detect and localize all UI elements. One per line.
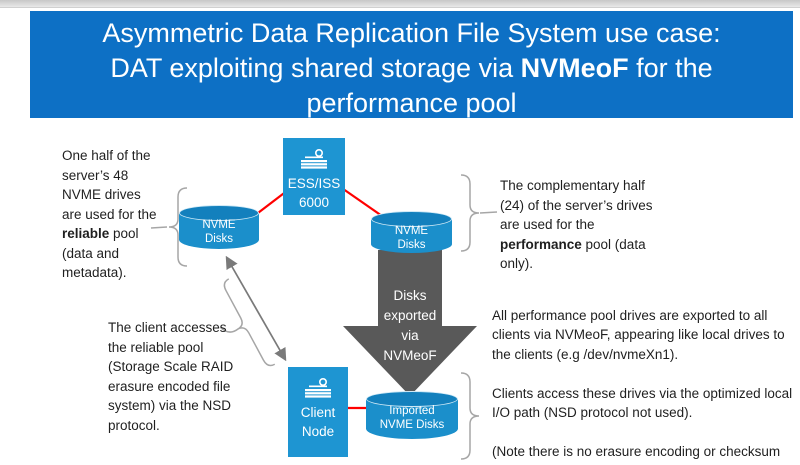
- brace-nsd-connector: [219, 326, 239, 333]
- reliable-disks-line2: Disks: [204, 233, 234, 245]
- ess-label-line2: 6000: [298, 195, 330, 210]
- annotation-performance-pre: The complementary half (24) of the serve…: [500, 178, 653, 232]
- ess-label: ESS/ISS 6000: [288, 174, 341, 212]
- title-line-2-post: for the: [628, 53, 713, 83]
- slide-title-banner: Asymmetric Data Replication File System …: [30, 11, 793, 118]
- annotation-reliable-bold: reliable: [62, 226, 110, 241]
- reliable-disks-line1: NVME: [202, 219, 236, 231]
- imported-disks-cylinder: Imported NVME Disks: [366, 391, 458, 439]
- annotation-performance-pool-half: The complementary half (24) of the serve…: [500, 176, 700, 274]
- client-node-line1: Client: [300, 405, 336, 420]
- brace-reliable-connector: [150, 226, 168, 229]
- brace-performance-connector: [479, 211, 498, 214]
- annotation-reliable-pre: One half of the server’s 48 NVME drives …: [62, 148, 157, 222]
- performance-disks-line1: NVME: [394, 225, 429, 237]
- imported-disks-line1: Imported: [389, 405, 435, 417]
- performance-disks-label: NVME Disks: [371, 219, 452, 252]
- client-node-label: Client Node: [301, 403, 336, 441]
- ess-label-line1: ESS/ISS: [287, 176, 341, 191]
- annotation-client-access: The client accesses the reliable pool (S…: [108, 320, 234, 433]
- annotation-export-p1: All performance pool drives are exported…: [492, 307, 785, 362]
- server-icon: [305, 377, 331, 398]
- top-divider: [0, 0, 800, 8]
- brace-imported-disks: [460, 372, 480, 460]
- annotation-performance-bold: performance: [500, 236, 582, 252]
- imported-disks-line2: NVME Disks: [379, 419, 445, 431]
- imported-disks-label: Imported NVME Disks: [366, 399, 458, 432]
- title-line-2-bold: NVMeoF: [520, 53, 629, 83]
- performance-disks-line2: Disks: [397, 239, 426, 251]
- annotation-performance-export: All performance pool drives are exported…: [492, 286, 800, 465]
- title-line-2: DAT exploiting shared storage via NVMeoF…: [30, 51, 793, 86]
- title-line-3: performance pool: [306, 88, 517, 118]
- performance-disks-cylinder: NVME Disks: [371, 211, 452, 253]
- annotation-reliable-post: pool (data and metadata).: [62, 226, 139, 280]
- server-icon: [301, 148, 327, 169]
- ess-node: ESS/ISS 6000: [283, 138, 345, 215]
- export-arrow-shape: [343, 250, 477, 396]
- brace-reliable-disks: [168, 187, 188, 267]
- annotation-export-p3: (Note there is no erasure encoding or ch…: [492, 444, 781, 465]
- title-line-2-pre: DAT exploiting shared storage via: [110, 53, 521, 83]
- annotation-performance-post: pool (data only).: [500, 236, 646, 272]
- brace-performance-disks: [460, 174, 480, 252]
- export-arrow-label: Disks exported via NVMeoF: [383, 288, 437, 363]
- title-line-1: Asymmetric Data Replication File System …: [102, 18, 721, 48]
- annotation-export-p2: Clients access these drives via the opti…: [492, 385, 793, 421]
- annotation-reliable-pool: One half of the server’s 48 NVME drives …: [62, 146, 182, 283]
- client-node: Client Node: [288, 367, 348, 457]
- client-node-line2: Node: [301, 424, 335, 439]
- reliable-disks-cylinder: NVME Disks: [179, 205, 259, 249]
- reliable-disks-label: NVME Disks: [179, 213, 259, 246]
- nsd-double-arrow: [225, 255, 287, 362]
